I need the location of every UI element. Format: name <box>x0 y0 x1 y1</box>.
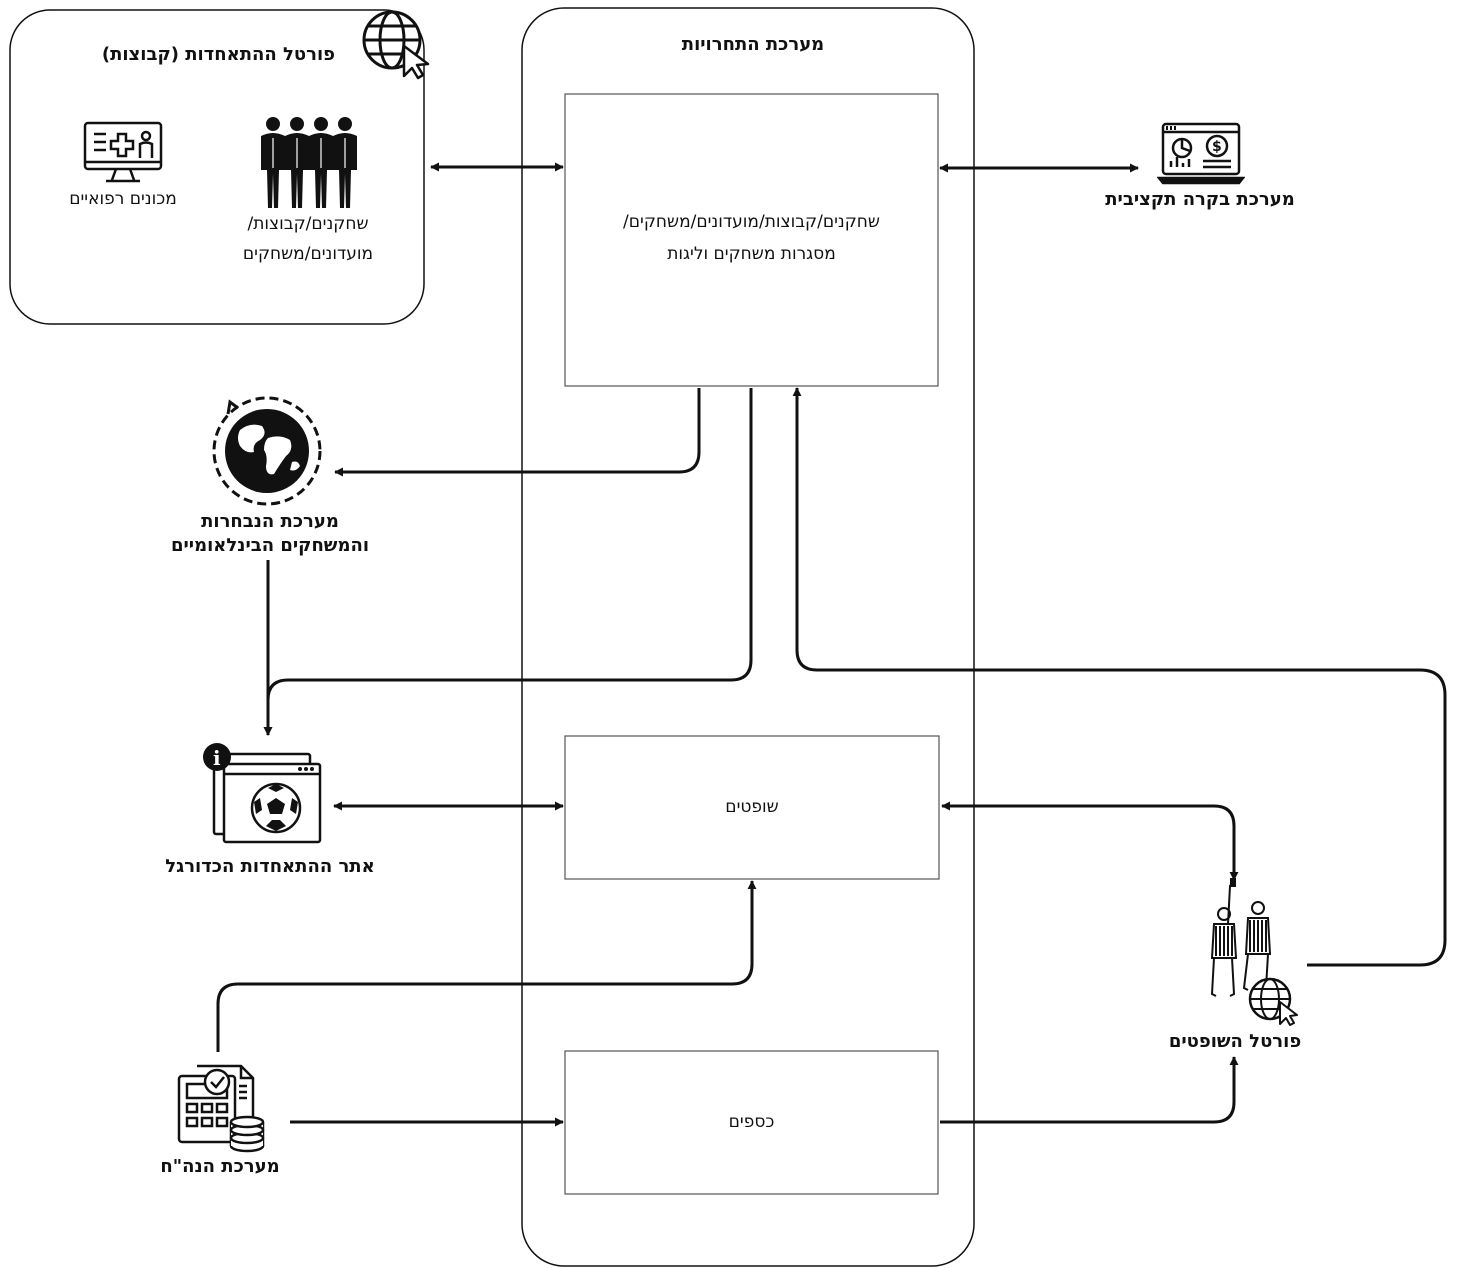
budget-dashboard-icon: $ <box>1157 122 1245 185</box>
main-box-line2: מסגרות משחקים וליגות <box>667 244 836 264</box>
football-website-icon: i <box>203 743 322 844</box>
referees-portal-label: פורטל השופטים <box>1168 1031 1302 1052</box>
accounting-calculator-icon <box>177 1064 265 1153</box>
federation-website-label: אתר ההתאחדות הכדורגל <box>165 856 375 877</box>
referees-box <box>564 735 940 880</box>
main-box-line1: שחקנים/קבוצות/מועדונים/משחקים/ <box>623 212 880 232</box>
national-teams-label-line1: מערכת הנבחרות <box>201 511 339 532</box>
refportal-to-main-arrow <box>792 387 1447 967</box>
accounting-to-referees-arrow <box>216 880 757 1052</box>
referees-box-label: שופטים <box>725 797 779 817</box>
globe-cursor-icon <box>362 10 430 80</box>
national-teams-label-line2: והמשחקים הבינלאומיים <box>170 535 370 556</box>
main-data-box <box>564 93 939 387</box>
federation-portal-title: פורטל ההתאחדות (קבוצות) <box>101 44 335 65</box>
referees-portal-icon <box>1210 878 1298 1026</box>
federation-portal-container <box>9 9 425 325</box>
budget-control-label: מערכת בקרה תקציבית <box>1105 189 1295 210</box>
team-players-icon <box>261 117 357 208</box>
medical-monitor-icon <box>83 121 163 183</box>
competitions-system-title: מערכת התחרויות <box>681 34 825 55</box>
players-label-line2: מועדונים/משחקים <box>242 244 374 264</box>
competitions-system-container <box>521 7 975 1267</box>
main-to-website-arrow <box>263 388 753 736</box>
players-label-line1: שחקנים/קבוצות/ <box>247 214 369 234</box>
money-box <box>564 1050 939 1195</box>
svg-text:$: $ <box>1212 139 1222 155</box>
svg-text:i: i <box>213 746 221 770</box>
medical-label: מכונים רפואיים <box>69 189 177 209</box>
accounting-system-label: מערכת הנה"ח <box>160 1156 280 1177</box>
main-to-national-arrow <box>334 388 701 477</box>
money-box-label: כספים <box>728 1112 775 1132</box>
referees-portal-arrow <box>941 801 1239 881</box>
world-globe-icon <box>212 396 322 506</box>
money-to-refportal-arrow <box>940 1056 1239 1124</box>
